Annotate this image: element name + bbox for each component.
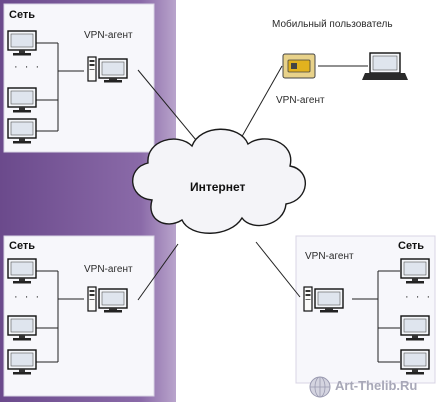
mobile-user-label: Мобильный пользователь <box>272 19 393 30</box>
vpn-agent-label-bottom-left: VPN-агент <box>84 264 133 275</box>
vpn-agent-label-top-left: VPN-агент <box>84 30 133 41</box>
network-label-top-left: Сеть <box>9 9 36 21</box>
network-label-bottom-left: Сеть <box>9 240 36 252</box>
internet-cloud <box>132 128 306 234</box>
ellipsis-top-left: · · · <box>14 61 42 73</box>
vpn-agent-card-icon <box>282 53 316 79</box>
network-label-bottom-right: Сеть <box>398 240 425 252</box>
laptop-icon <box>362 52 408 80</box>
ellipsis-bottom-left: · · · <box>14 291 42 303</box>
ellipsis-bottom-right: · · · <box>405 291 433 303</box>
globe-icon <box>309 376 331 398</box>
vpn-agent-label-bottom-right: VPN-агент <box>305 251 354 262</box>
watermark: Art-Thelib.Ru <box>308 374 436 400</box>
watermark-text: Art-Thelib.Ru <box>335 378 418 393</box>
vpn-agent-computer <box>87 286 128 314</box>
internet-label: Интернет <box>190 180 246 194</box>
vpn-agent-computer <box>303 286 344 314</box>
vpn-agent-computer <box>87 56 128 84</box>
vpn-agent-label-mobile: VPN-агент <box>276 95 325 106</box>
